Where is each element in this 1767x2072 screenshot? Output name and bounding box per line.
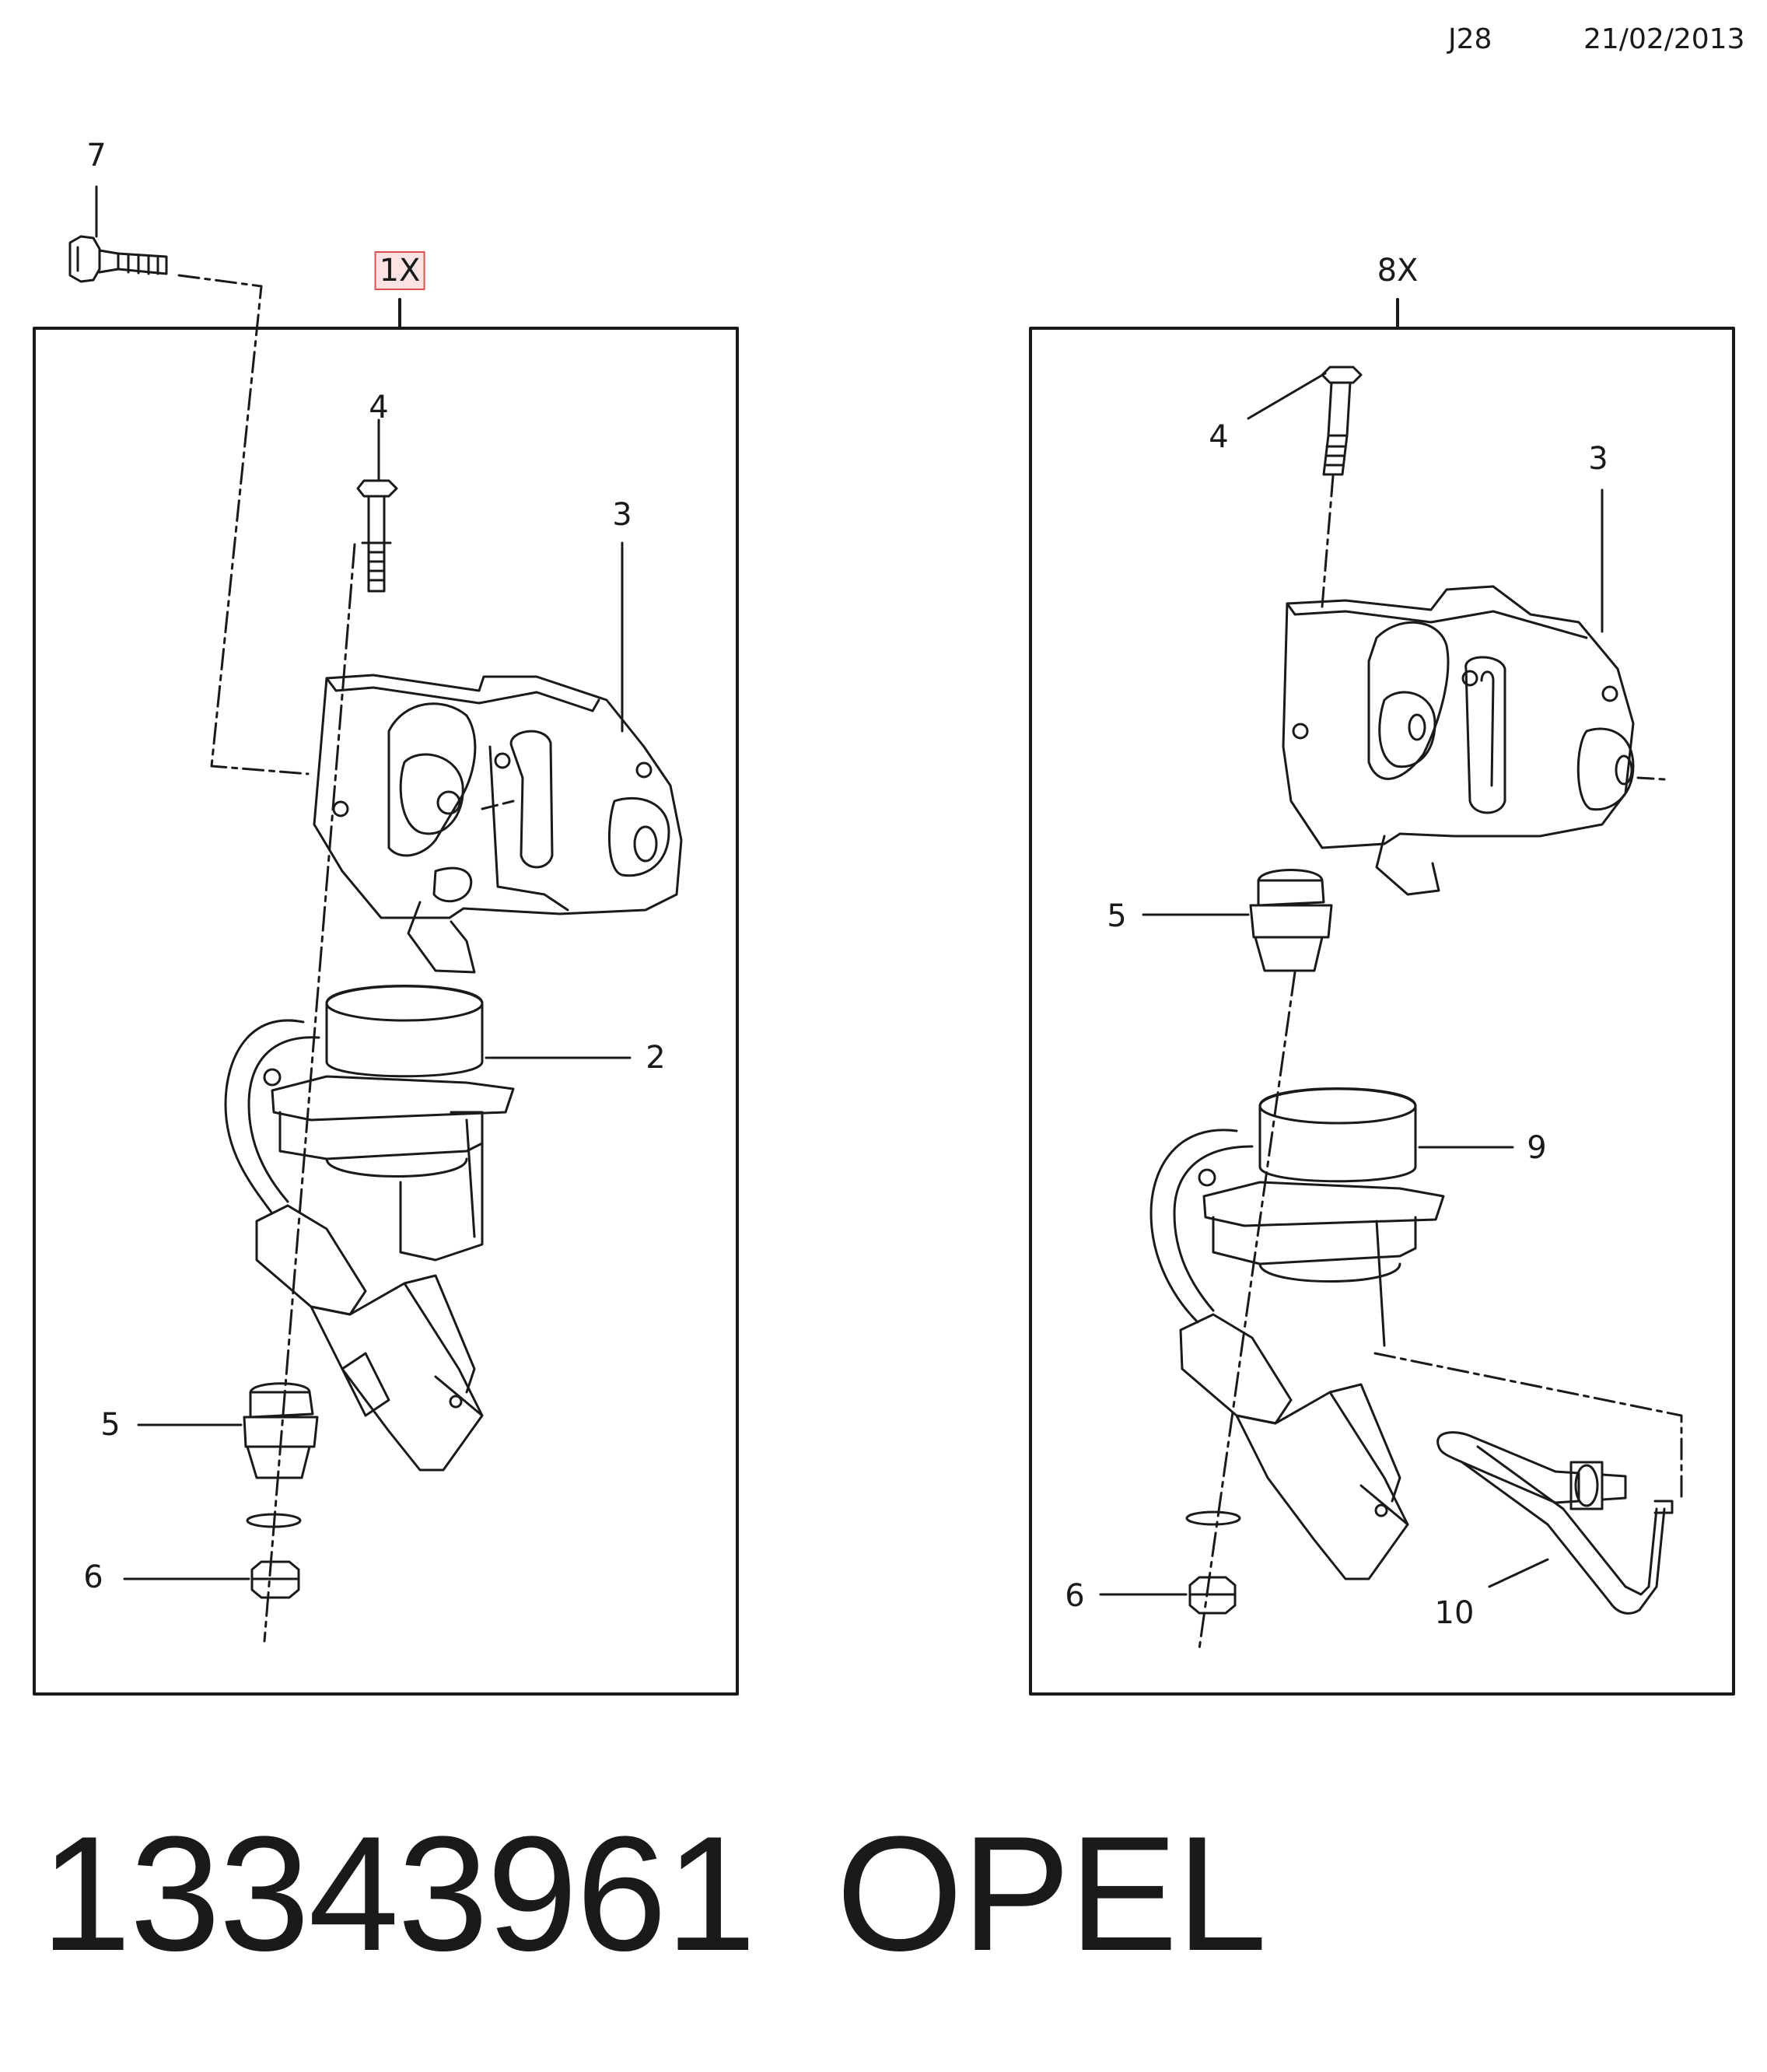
left-group-frame xyxy=(33,327,739,1696)
right-latch-3-drawing xyxy=(1282,585,1666,896)
group-label-right: 8X xyxy=(1377,253,1419,289)
right-hose-assembly-path xyxy=(1373,1352,1683,1503)
brand-name: OPEL xyxy=(836,1802,1267,1985)
left-washer-drawing xyxy=(246,1513,302,1528)
callout-leader-right-4 xyxy=(1247,372,1327,420)
callout-right-9: 9 xyxy=(1527,1130,1547,1166)
left-nut-6-drawing xyxy=(250,1560,300,1599)
right-actuator-9-drawing xyxy=(1149,1087,1445,1347)
callout-right-5: 5 xyxy=(1107,898,1127,934)
callout-right-3: 3 xyxy=(1588,441,1608,477)
left-latch-3-drawing xyxy=(313,674,683,974)
callout-left-6: 6 xyxy=(83,1559,103,1595)
left-connector-drawing xyxy=(255,1204,484,1472)
right-connector-drawing xyxy=(1179,1313,1409,1580)
right-assembly-axis xyxy=(1198,971,1296,1650)
callout-right-4: 4 xyxy=(1209,419,1229,455)
header-code: J28 xyxy=(1448,23,1492,55)
right-grommet-5-drawing xyxy=(1249,869,1333,972)
bolt-7-drawing xyxy=(68,235,168,283)
right-hose-10-drawing xyxy=(1436,1431,1674,1615)
callout-left-5: 5 xyxy=(100,1407,121,1443)
group-label-left-text: 1X xyxy=(374,251,425,290)
header-date: 21/02/2013 xyxy=(1583,23,1745,55)
left-grommet-5-drawing xyxy=(243,1382,319,1479)
callout-left-4: 4 xyxy=(369,390,389,425)
callout-left-3: 3 xyxy=(612,497,632,533)
right-group-frame xyxy=(1029,327,1735,1696)
part-number: 13343961 xyxy=(40,1802,756,1985)
left-assembly-axis xyxy=(263,543,356,1643)
callout-7: 7 xyxy=(86,138,107,173)
left-actuator-2-drawing xyxy=(224,985,515,1262)
callout-leader-right-10 xyxy=(1488,1558,1549,1588)
group-label-left: 1X xyxy=(374,251,425,290)
callout-right-6: 6 xyxy=(1065,1578,1085,1614)
callout-right-10: 10 xyxy=(1434,1595,1475,1631)
right-bolt-4-drawing xyxy=(1321,366,1363,476)
assembly-path-7 xyxy=(177,274,310,775)
left-bolt-4-drawing xyxy=(356,479,398,593)
callout-left-2: 2 xyxy=(646,1040,666,1076)
right-nut-6-drawing xyxy=(1188,1576,1237,1615)
right-washer-drawing xyxy=(1185,1510,1241,1526)
right-bolt-axis xyxy=(1321,474,1335,608)
